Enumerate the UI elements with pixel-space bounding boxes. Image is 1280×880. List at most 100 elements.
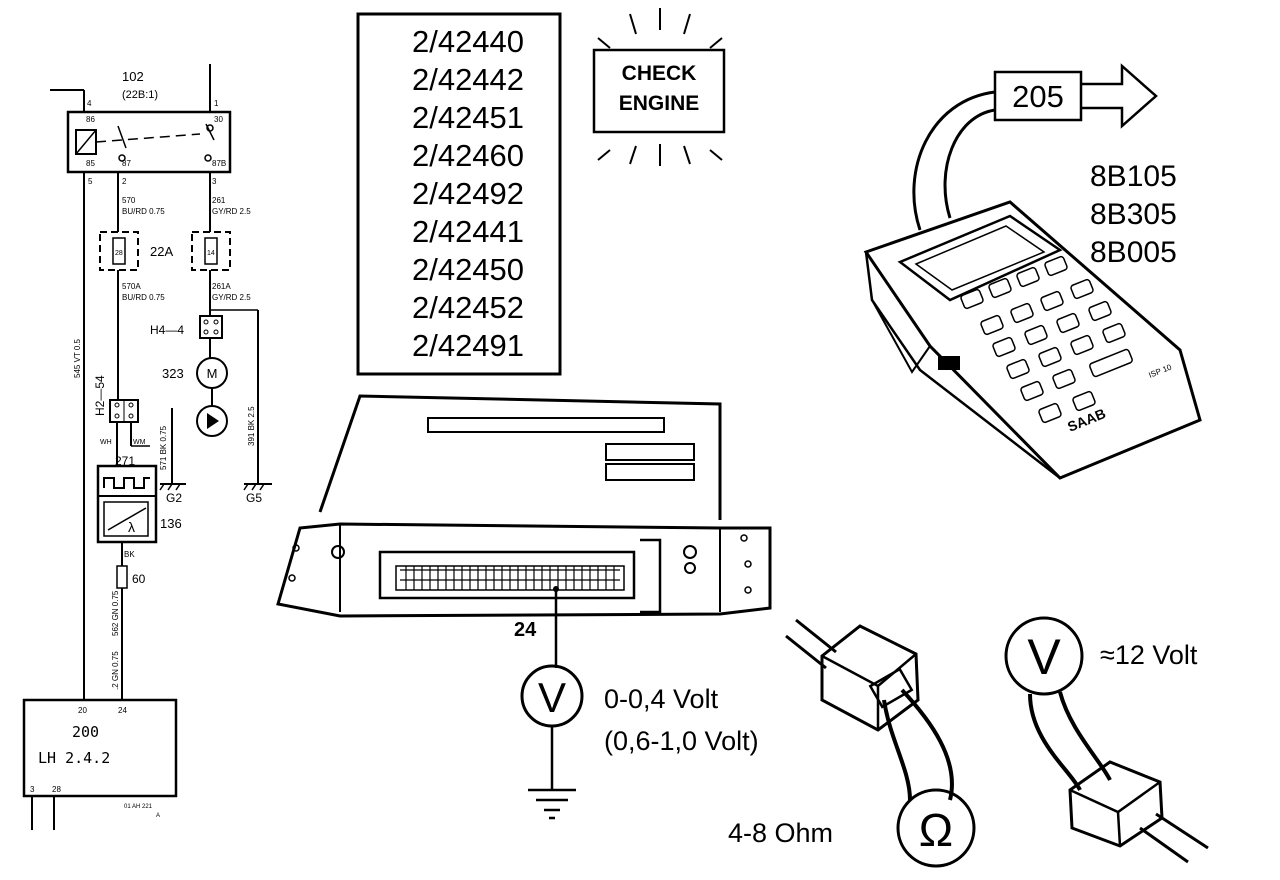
- relay-pin-2: 2: [122, 177, 127, 186]
- ecu-pin-24: 24: [118, 706, 127, 715]
- relay-location: (22B:1): [122, 89, 158, 101]
- bk-label: BK: [124, 550, 135, 559]
- fault-code: 2/42442: [412, 62, 524, 97]
- wire-570-label: 570: [122, 196, 136, 205]
- connector-h2-54-label: H2—54: [93, 375, 107, 416]
- ground-icon: [528, 788, 576, 820]
- voltmeter-symbol: V: [538, 674, 566, 721]
- figure-ref: 01 AH 221: [124, 804, 153, 810]
- ecu-test-reading2: (0,6-1,0 Volt): [604, 726, 759, 756]
- fault-code: 2/42450: [412, 252, 524, 287]
- oxygen-sensor-box: [96, 464, 158, 544]
- motor-label: M: [207, 366, 218, 381]
- ground-g5: G5: [246, 491, 262, 505]
- lambda-symbol: λ: [128, 519, 135, 535]
- wire-261-label: 261: [212, 196, 226, 205]
- relay-pin-4: 4: [87, 99, 92, 108]
- sensor-number: 136: [160, 516, 182, 531]
- figure-ref-sub: A: [156, 813, 160, 819]
- ecu-connector: [378, 550, 636, 600]
- ohm-test-reading: 4-8 Ohm: [728, 818, 833, 848]
- relay-pin-3: 3: [212, 177, 217, 186]
- tester-display-frame: [897, 214, 1063, 302]
- fuse-box-label: 22A: [150, 244, 173, 259]
- fault-code: 2/42491: [412, 328, 524, 363]
- ecu-pin-3: 3: [30, 785, 35, 794]
- wm-label: WM: [133, 439, 146, 446]
- ecu-pin-28: 28: [52, 785, 61, 794]
- wire-571-label: 571 BK 0.75: [159, 425, 168, 470]
- fuel-pump: [196, 405, 228, 437]
- wh-label: WH: [100, 439, 112, 446]
- check-engine-line1: CHECK: [622, 62, 697, 85]
- wire-261a-label: 261A: [212, 282, 231, 291]
- lambda-sensor: [103, 501, 149, 537]
- voltmeter-12v-icon: [1004, 616, 1084, 696]
- lamp-rays: [597, 8, 723, 166]
- tester-display: [914, 225, 1046, 291]
- fault-code: 2/42441: [412, 214, 524, 249]
- volt-supply-test: V ≈12 Volt: [1004, 616, 1209, 864]
- fault-code-box: [356, 12, 562, 376]
- volt-test-reading: ≈12 Volt: [1100, 640, 1198, 670]
- relay-pin-87: 87: [122, 159, 131, 168]
- ecu-test-reading1: 0-0,4 Volt: [604, 684, 719, 714]
- wire-562-extra: .2 GN 0.75: [111, 651, 120, 690]
- connector-h4-4-label: H4—4: [150, 323, 184, 337]
- relay-pin-1: 1: [214, 99, 219, 108]
- heater-element: [103, 477, 150, 489]
- ground-g2: G2: [166, 491, 182, 505]
- tester-connector-port: [938, 356, 960, 370]
- diagnostic-tester: 205 8B105 8B305 8B005: [863, 63, 1202, 480]
- pump-symbol: [207, 413, 219, 429]
- tester-model: 8B105: [1090, 160, 1177, 193]
- ohm-test-connector: [820, 624, 920, 732]
- ohm-test: Ω 4-8 Ohm: [728, 618, 976, 868]
- connector-60: [116, 565, 128, 589]
- fault-code: 2/42440: [412, 24, 524, 59]
- keypad: [960, 255, 1133, 424]
- tester-model: 8B005: [1090, 236, 1177, 269]
- relay-number: 102: [122, 69, 144, 84]
- ohmmeter-symbol: Ω: [919, 804, 953, 856]
- check-engine-lamp: CHECK ENGINE: [592, 8, 726, 166]
- relay-pin-5: 5: [88, 177, 93, 186]
- wire-570a-label: 570A: [122, 282, 141, 291]
- ohmmeter-icon: [896, 788, 976, 868]
- ecu-200-box: [22, 698, 178, 798]
- fault-code: 2/42451: [412, 100, 524, 135]
- wire-261a-color: GY/RD 2.5: [212, 293, 251, 302]
- wire-391-label: 391 BK 2.5: [247, 406, 256, 446]
- fault-code-list: 2/42440 2/42442 2/42451 2/42460 2/42492 …: [356, 12, 562, 376]
- fuse-28-label: 28: [115, 250, 123, 257]
- ecu-connector-pins: [400, 566, 620, 590]
- connector-60-label: 60: [132, 572, 146, 586]
- tester-brand: SAAB: [1065, 405, 1108, 435]
- ecu-housing: [318, 394, 722, 520]
- fault-code: 2/42460: [412, 138, 524, 173]
- heater-number: 271: [115, 454, 135, 468]
- ecu-unit: [276, 394, 772, 618]
- check-engine-line2: ENGINE: [619, 92, 700, 115]
- fuse-28: [112, 237, 126, 265]
- ecu-number: 200: [72, 723, 99, 741]
- ecu-pin-20: 20: [78, 706, 87, 715]
- relay-pin-85: 85: [86, 159, 95, 168]
- output-code: 205: [1012, 79, 1064, 114]
- wire-570-color: BU/RD 0.75: [122, 207, 165, 216]
- fault-code: 2/42452: [412, 290, 524, 325]
- relay-box: [66, 110, 232, 174]
- ecu-voltage-test: 24 V 0-0,4 Volt (0,6-1,0 Volt): [514, 589, 759, 820]
- ecu-name: LH 2.4.2: [38, 749, 110, 767]
- ecu-test-pin: 24: [514, 619, 537, 641]
- relay-pin-30: 30: [214, 115, 223, 124]
- wire-545-label: 545 VT 0.5: [73, 338, 82, 378]
- fault-code: 2/42492: [412, 176, 524, 211]
- output-code-box: [993, 70, 1083, 122]
- ecu-base-plate: [276, 522, 772, 618]
- fuse-14: [204, 237, 218, 265]
- wire-562-label: 562 GN 0.75: [111, 590, 120, 636]
- arrow-icon: [1081, 63, 1158, 129]
- fuse-14-label: 14: [207, 250, 215, 257]
- tester-model-tag: ISP 10: [1147, 362, 1173, 379]
